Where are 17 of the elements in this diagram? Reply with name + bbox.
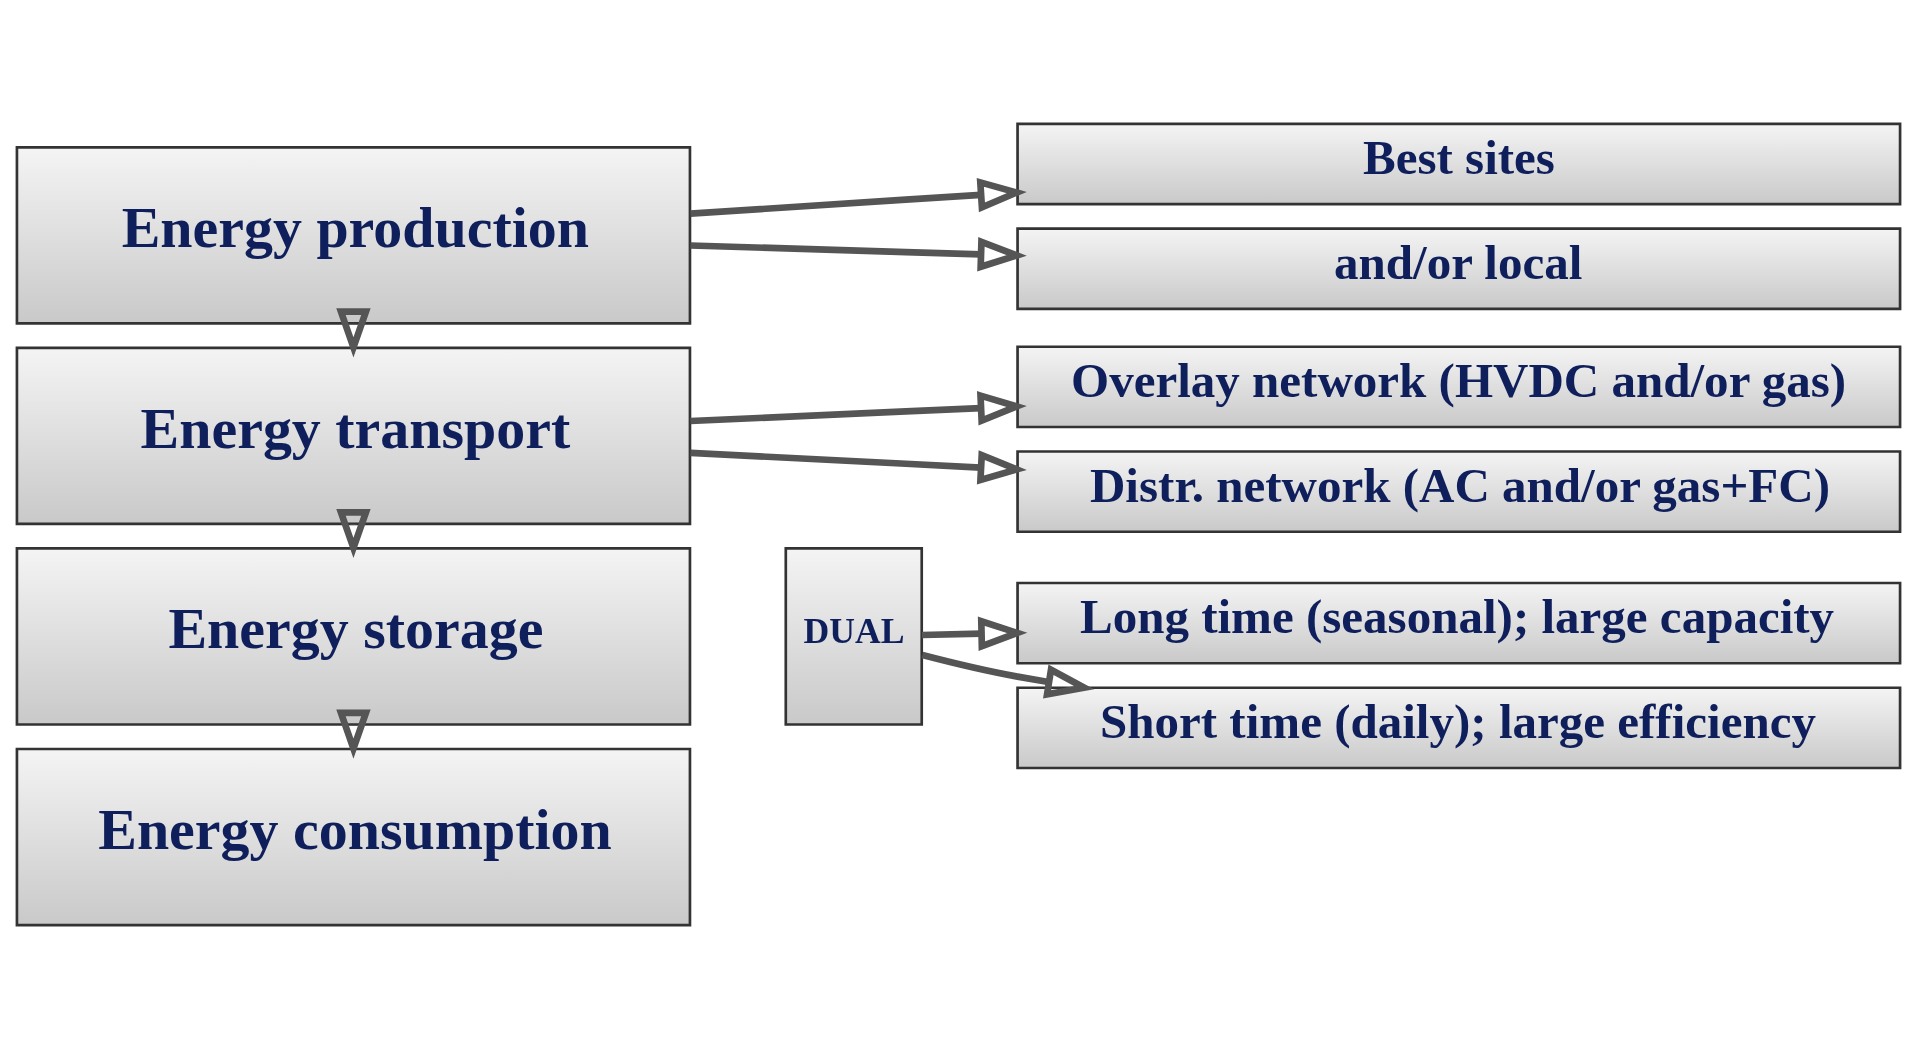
arrow: [336, 307, 371, 357]
node-box: Overlay network (HVDC and/or gas): [1016, 344, 1902, 428]
arrow: [690, 390, 1027, 425]
arrow: [690, 449, 1027, 485]
node-box: Long time (seasonal); large capacity: [1016, 581, 1902, 665]
node-box: Short time (daily); large efficiency: [1016, 685, 1902, 769]
node-box: DUAL: [784, 546, 924, 726]
node-box: Energy consumption: [15, 747, 692, 926]
node-box: and/or local: [1016, 226, 1902, 310]
node-box: Best sites: [1016, 122, 1902, 205]
arrow: [921, 616, 1028, 651]
arrow: [921, 651, 1095, 699]
node-box: Distr. network (AC and/or gas+FC): [1016, 449, 1902, 533]
arrow: [336, 709, 371, 759]
arrow: [690, 236, 1027, 271]
arrow: [690, 177, 1027, 217]
arrow: [336, 508, 371, 558]
